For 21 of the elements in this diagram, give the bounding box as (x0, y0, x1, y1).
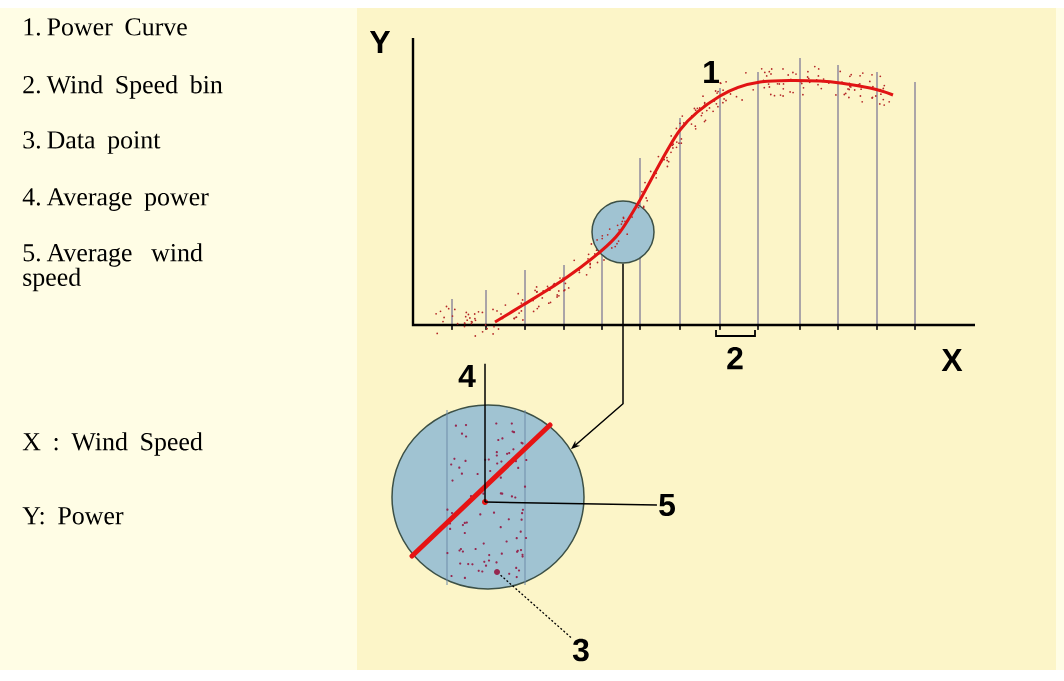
legend-item: 1. Power Curve (24, 18, 187, 36)
axis-label: Y (369, 31, 391, 53)
legend-item: 4. Average power (22, 188, 209, 211)
leader-line (484, 363, 486, 503)
callout-number: 5 (659, 493, 675, 517)
callout-number: 2 (727, 346, 743, 370)
legend-item: Y: Power (22, 507, 124, 525)
magnified-circle-drawing (391, 404, 585, 590)
legend-item: 2. Wind Speed bin (23, 75, 223, 99)
callout-number: 1 (704, 61, 719, 83)
legend-item: X : Wind Speed (22, 432, 203, 456)
legend-item: 5. Average wind speed (23, 243, 203, 292)
callout-number: 3 (572, 638, 589, 662)
callout-number: 4 (458, 365, 476, 387)
legend-item: 3. Data point (23, 131, 161, 154)
leader-line (498, 573, 572, 639)
average-point (482, 499, 488, 505)
axis-label: X (941, 349, 963, 371)
magnifier-circle (591, 200, 655, 264)
leader-line (484, 501, 658, 506)
data-point (494, 569, 500, 575)
